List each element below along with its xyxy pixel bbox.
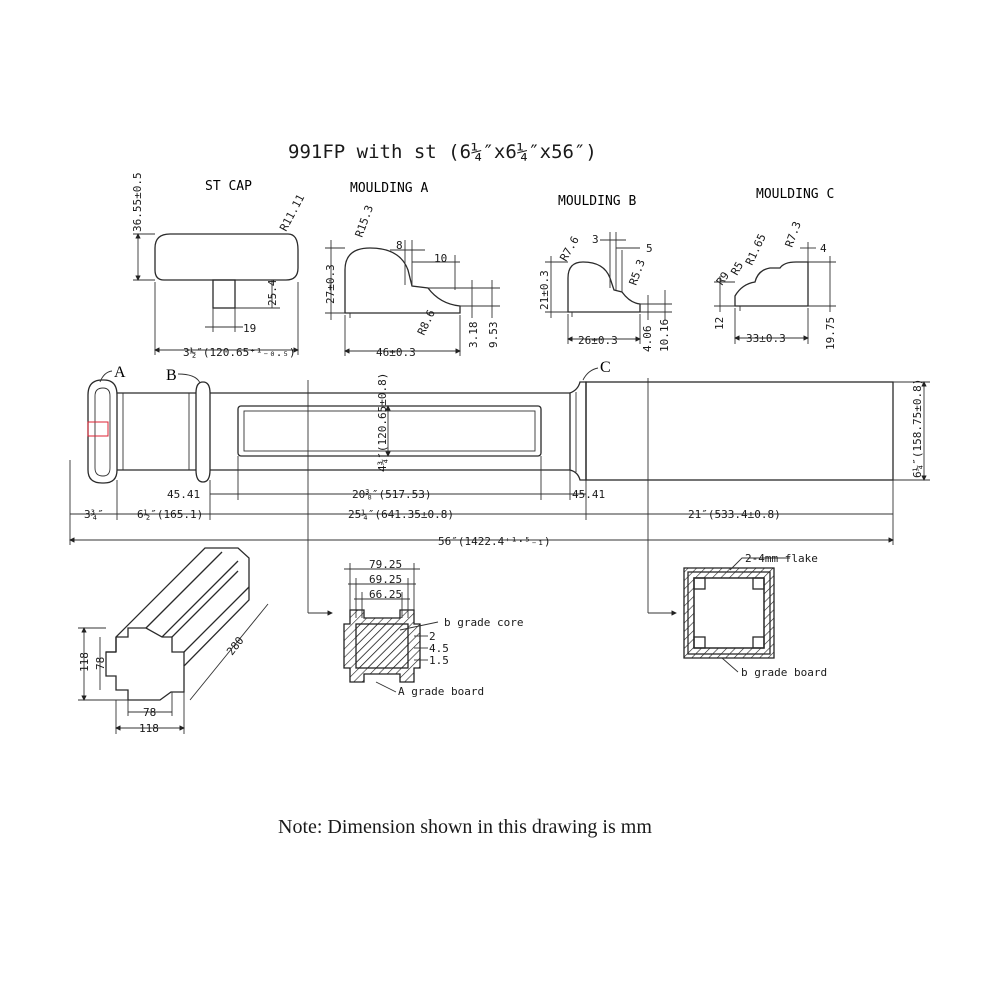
moulding-c-label: MOULDING C xyxy=(756,187,834,202)
section-1-core-label: b grade core xyxy=(444,616,523,629)
moulding-a-dim-10: 10 xyxy=(434,252,447,265)
moulding-c-radius-mid: R1.65 xyxy=(743,232,769,268)
moulding-a-dim-8: 8 xyxy=(396,239,403,252)
core-dim-78-h: 78 xyxy=(143,706,156,719)
moulding-c-width: 33±0.3 xyxy=(746,332,786,345)
section-2-flake-label: 2-4mm flake xyxy=(745,552,818,565)
moulding-c-radius-small: R5 xyxy=(728,260,746,278)
recessed-panel-inner xyxy=(243,410,536,452)
label-b: B xyxy=(166,367,177,384)
label-c: C xyxy=(600,359,611,376)
moulding-b-radius-top: R7.6 xyxy=(557,234,582,263)
section-2-board-label: b grade board xyxy=(741,666,827,679)
drawing-title: 991FP with st (6¼″x6¼″x56″) xyxy=(288,141,597,163)
st-cap-neck xyxy=(212,279,236,309)
section-2-board xyxy=(683,567,775,659)
total-height: 6¼″(158.75±0.8) xyxy=(911,379,924,478)
moulding-a-label: MOULDING A xyxy=(350,181,428,196)
panel-width: 20⅜″(517.53) xyxy=(352,488,431,501)
core-isometric: 280 118 78 78 118 xyxy=(78,547,269,735)
moulding-b-profile xyxy=(567,261,641,313)
moulding-a-width: 46±0.3 xyxy=(376,346,416,359)
seg-2: 6½″(165.1) xyxy=(137,508,203,521)
moulding-b-ring xyxy=(195,381,211,483)
moulding-a-radius-low: R8.6 xyxy=(415,308,438,338)
st-cap-height: 36.55±0.5 xyxy=(131,172,144,232)
moulding-a-dim-318: 3.18 xyxy=(467,322,480,349)
cap-a-outline xyxy=(87,379,118,484)
st-cap-detail: ST CAP 36.55±0.5 R11.11 25.4 19 3½″(120.… xyxy=(131,172,307,359)
panel-height: 4¾″(120.65±0.8) xyxy=(376,373,389,472)
moulding-a-profile xyxy=(344,247,461,314)
moulding-a-radius-top: R15.3 xyxy=(353,203,377,239)
st-cap-label: ST CAP xyxy=(205,179,252,194)
section-1-dim-6925: 69.25 xyxy=(369,573,402,586)
st-cap-neck-height: 25.4 xyxy=(266,279,279,306)
seg-4: 21″(533.4±0.8) xyxy=(688,508,781,521)
moulding-c-dim-4: 4 xyxy=(820,242,827,255)
label-a: A xyxy=(114,364,126,381)
moulding-b-width: 26±0.3 xyxy=(578,334,618,347)
section-b-grade: 2-4mm flake b grade board xyxy=(683,552,827,679)
moulding-c-ring xyxy=(569,381,587,481)
moulding-c-dim-12: 12 xyxy=(713,317,726,330)
moulding-a-detail: MOULDING A R15.3 8 10 27±0.3 R8.6 3.18 9… xyxy=(324,181,500,359)
st-cap-width: 3½″(120.65⁺¹₋₀.₅) xyxy=(183,346,296,359)
core-dim-118-h: 118 xyxy=(139,722,159,735)
moulding-c-detail: MOULDING C R7.3 4 R1.65 R5 R9 12 19.75 3… xyxy=(713,187,837,350)
moulding-b-dim-3: 3 xyxy=(592,233,599,246)
moulding-a-height: 27±0.3 xyxy=(324,264,337,304)
moulding-b-dim-1016: 10.16 xyxy=(658,319,671,352)
moulding-c-profile xyxy=(734,261,809,307)
recessed-panel xyxy=(237,405,542,457)
left-gap: 45.41 xyxy=(167,488,200,501)
core-dim-78-v: 78 xyxy=(94,657,107,670)
moulding-b-dim-5: 5 xyxy=(646,242,653,255)
moulding-b-height: 21±0.3 xyxy=(538,270,551,310)
st-cap-radius: R11.11 xyxy=(277,192,307,233)
moulding-b-radius-right: R5.3 xyxy=(627,258,648,287)
seg-3: 25¼″(641.35±0.8) xyxy=(348,508,454,521)
overall-length: 56″(1422.4⁺¹·⁵₋₁) xyxy=(438,535,551,548)
seg-1: 3¾″ xyxy=(84,508,104,521)
section-1-dim-7925: 79.25 xyxy=(369,558,402,571)
moulding-b-dim-406: 4.06 xyxy=(641,326,654,353)
column-elevation: A B C 4¾″(120.65±0.8) 6¼″(158.75±0.8) 45… xyxy=(69,359,930,616)
st-cap-profile xyxy=(154,233,299,281)
section-1-core xyxy=(355,623,409,669)
right-gap: 45.41 xyxy=(572,488,605,501)
column-base xyxy=(585,381,894,481)
section-1-dim-15: 1.5 xyxy=(429,654,449,667)
moulding-b-detail: MOULDING B 3 5 R7.6 R5.3 21±0.3 4.06 10.… xyxy=(538,194,672,352)
moulding-c-radius-low: R9 xyxy=(714,269,732,287)
cap-a-marker xyxy=(87,421,109,437)
section-1-dim-6625: 66.25 xyxy=(369,588,402,601)
moulding-c-dim-1975: 19.75 xyxy=(824,317,837,350)
moulding-a-dim-953: 9.53 xyxy=(487,322,500,349)
moulding-c-radius-top: R7.3 xyxy=(783,220,804,249)
section-1-dim-2: 2 xyxy=(429,630,436,643)
section-a-grade: 79.25 69.25 66.25 b grade core 2 4.5 1.5… xyxy=(343,558,523,698)
dimension-note: Note: Dimension shown in this drawing is… xyxy=(278,816,652,838)
st-cap-neck-width: 19 xyxy=(243,322,256,335)
core-dim-118-v: 118 xyxy=(78,652,91,672)
section-1-board-label: A grade board xyxy=(398,685,484,698)
section-1-dim-45: 4.5 xyxy=(429,642,449,655)
moulding-b-label: MOULDING B xyxy=(558,194,636,209)
